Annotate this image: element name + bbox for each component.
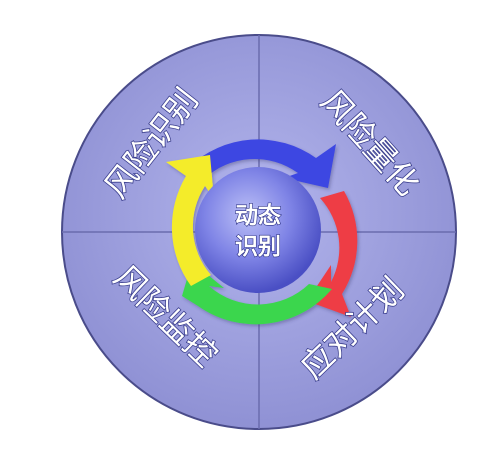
center-label-line1: 动态 [235, 202, 281, 229]
green-arrow [182, 262, 332, 325]
center-label-line2: 识别 [235, 234, 281, 260]
cycle-ring [166, 139, 358, 325]
yellow-arrow [166, 155, 214, 286]
center-circle [195, 167, 321, 293]
red-arrow [307, 191, 358, 317]
blue-arrow [189, 139, 336, 188]
